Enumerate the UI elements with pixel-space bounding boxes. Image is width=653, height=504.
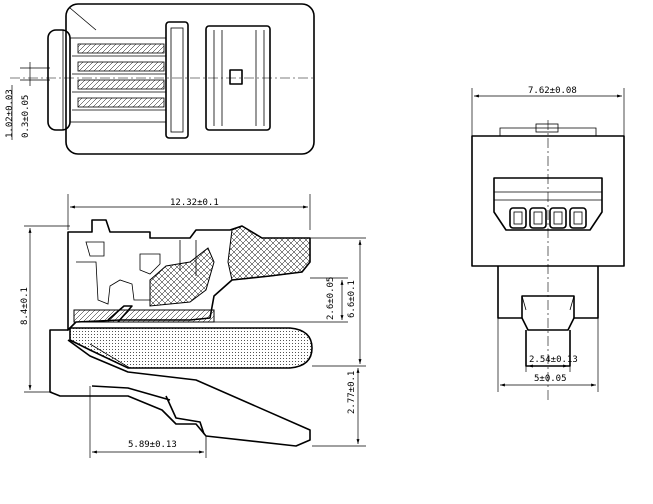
contact-blades bbox=[72, 43, 166, 111]
dim-overall-length: 12.32±0.1 bbox=[170, 198, 219, 208]
side-view: 12.32±0.1 8.4±0.1 2.6±0.05 6 bbox=[20, 194, 366, 458]
dim-contact-width: 1.02±0.03 bbox=[5, 89, 15, 138]
dim-front-width: 7.62±0.08 bbox=[528, 86, 577, 96]
dim-contact-height: 2.6±0.05 bbox=[326, 277, 336, 320]
dim-contact-gap: 0.3±0.05 bbox=[21, 95, 31, 138]
dim-latch-width: 5±0.05 bbox=[534, 374, 567, 384]
top-view: 1.02±0.03 0.3±0.05 bbox=[5, 3, 316, 155]
dim-overall-height: 8.4±0.1 bbox=[20, 287, 30, 325]
front-view: 7.62±0.08 2.54±0.13 bbox=[471, 86, 625, 400]
contact-slots bbox=[509, 207, 587, 229]
dim-latch-length: 5.89±0.13 bbox=[128, 440, 177, 450]
dim-contact-pitch: 2.54±0.13 bbox=[529, 355, 578, 365]
dim-latch-height: 2.77±0.1 bbox=[347, 371, 357, 414]
dim-body-height: 6.6±0.1 bbox=[347, 280, 357, 318]
